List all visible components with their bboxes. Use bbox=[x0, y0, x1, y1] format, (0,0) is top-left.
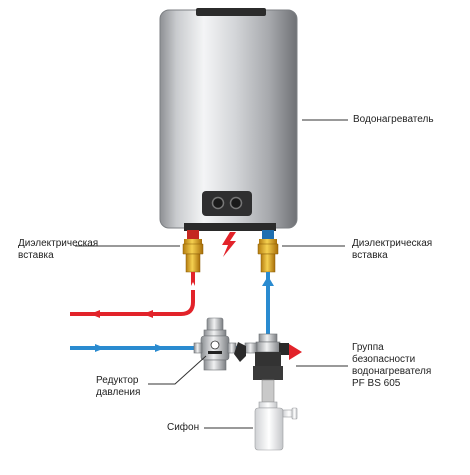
safety-group-line-4: PF BS 605 bbox=[352, 378, 401, 389]
dielectric-insert-left bbox=[182, 230, 204, 273]
heater-top-cap bbox=[196, 8, 266, 16]
handle-icon bbox=[234, 342, 246, 362]
siphon bbox=[254, 401, 298, 451]
siphon-label-text: Сифон bbox=[167, 422, 200, 433]
water-heater bbox=[159, 8, 298, 231]
safety-group-line-2: безопасности bbox=[352, 354, 416, 365]
heater-bottom-cap bbox=[184, 223, 276, 231]
heater-control-panel bbox=[202, 191, 252, 216]
arrow-left-icon bbox=[143, 310, 153, 318]
arrow-right-icon bbox=[155, 344, 165, 352]
heater-label-text: Водонагреватель bbox=[353, 114, 434, 125]
reducer-line-1: Редуктор bbox=[96, 375, 139, 386]
safety-group-line-1: Группа bbox=[352, 342, 384, 353]
pressure-reducer bbox=[193, 317, 237, 371]
reducer-line-2: давления bbox=[96, 387, 141, 398]
dielectric-insert-right bbox=[257, 230, 279, 273]
drain-pipe bbox=[261, 379, 275, 403]
hot-water-pipe bbox=[70, 272, 195, 316]
leader-line bbox=[148, 355, 207, 385]
dielectric-right-line-1: Диэлектрическая bbox=[352, 238, 433, 249]
dielectric-right-line-2: вставка bbox=[352, 250, 388, 261]
heater-label: Водонагреватель bbox=[353, 114, 434, 126]
knob-icon bbox=[229, 196, 243, 210]
dielectric-left-line-1: Диэлектрическая bbox=[18, 238, 99, 249]
safety-group-label: Группа безопасности водонагревателя PF B… bbox=[352, 342, 431, 390]
reducer-label: Редуктор давления bbox=[96, 375, 140, 399]
arrow-up-icon bbox=[189, 282, 197, 290]
arrow-up-icon bbox=[262, 276, 274, 286]
siphon-label: Сифон bbox=[167, 422, 199, 434]
knob-icon bbox=[211, 196, 225, 210]
arrow-left-icon bbox=[90, 310, 100, 318]
dielectric-left-label: Диэлектрическая вставка bbox=[18, 238, 98, 262]
blue-cap bbox=[262, 230, 274, 239]
red-cap bbox=[187, 230, 199, 239]
safety-group-line-3: водонагревателя bbox=[352, 366, 432, 377]
safety-group bbox=[234, 333, 302, 403]
gauge-icon bbox=[210, 340, 220, 350]
red-lever-icon bbox=[289, 344, 302, 360]
arrow-right-icon bbox=[95, 344, 105, 352]
dielectric-right-label: Диэлектрическая вставка bbox=[352, 238, 432, 262]
dielectric-left-line-2: вставка bbox=[18, 250, 54, 261]
lightning-icon bbox=[222, 232, 236, 257]
